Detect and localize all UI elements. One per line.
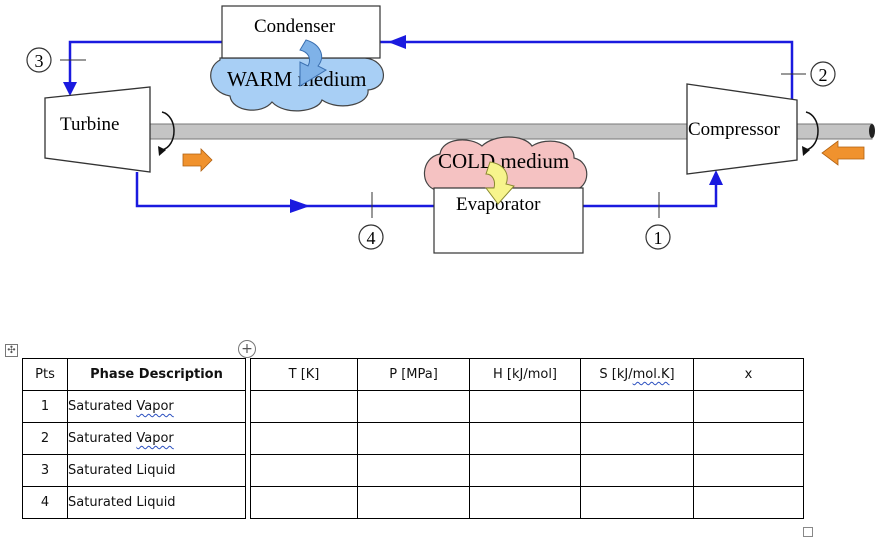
state-point-1: 1 bbox=[645, 224, 671, 250]
turbine-rotation-arrowhead bbox=[158, 146, 166, 156]
turbine-work-arrow-icon bbox=[182, 148, 213, 172]
resize-handle[interactable] bbox=[803, 527, 813, 537]
row-desc: Saturated Liquid bbox=[67, 454, 246, 487]
svg-text:1: 1 bbox=[654, 228, 663, 248]
turbine-label: Turbine bbox=[60, 114, 119, 135]
flow-arrow-right bbox=[709, 170, 723, 185]
cell-x[interactable] bbox=[693, 390, 804, 423]
cell-p[interactable] bbox=[357, 486, 470, 519]
refrigeration-cycle-diagram: WARM medium Condenser COLD medium Evapor… bbox=[26, 5, 875, 254]
compressor-label: Compressor bbox=[688, 119, 781, 140]
flow-lines bbox=[68, 40, 794, 208]
row-desc: Saturated Vapor bbox=[67, 422, 246, 455]
cell-s[interactable] bbox=[580, 422, 694, 455]
properties-table: Pts Phase Description T [K] P [MPa] H [k… bbox=[22, 358, 804, 519]
header-temperature: T [K] bbox=[250, 358, 358, 391]
state-point-2: 2 bbox=[810, 61, 836, 87]
row-pt: 3 bbox=[22, 454, 68, 487]
evaporator-label: Evaporator bbox=[456, 194, 541, 215]
row-pt: 1 bbox=[22, 390, 68, 423]
condenser-heat-arrow-icon bbox=[299, 39, 328, 87]
turbine-rotation-icon bbox=[161, 111, 175, 151]
evaporator-box bbox=[433, 187, 584, 254]
table-row: 2 Saturated Vapor bbox=[22, 422, 804, 455]
svg-text:4: 4 bbox=[367, 228, 376, 248]
svg-text:3: 3 bbox=[35, 51, 44, 71]
header-enthalpy: H [kJ/mol] bbox=[469, 358, 581, 391]
state-point-4: 4 bbox=[358, 224, 384, 250]
warm-cloud bbox=[210, 57, 384, 112]
move-icon[interactable]: ✣ bbox=[5, 344, 18, 357]
cell-s[interactable] bbox=[580, 390, 694, 423]
header-pressure: P [MPa] bbox=[357, 358, 470, 391]
cell-h[interactable] bbox=[469, 486, 581, 519]
compressor-body bbox=[686, 83, 798, 175]
header-pts: Pts bbox=[22, 358, 68, 391]
cell-t[interactable] bbox=[250, 454, 358, 487]
cell-p[interactable] bbox=[357, 422, 470, 455]
svg-text:2: 2 bbox=[819, 65, 828, 85]
header-entropy: S [kJ/mol.K] bbox=[580, 358, 694, 391]
cell-p[interactable] bbox=[357, 454, 470, 487]
header-quality: x bbox=[693, 358, 804, 391]
cold-cloud bbox=[423, 136, 588, 191]
cell-x[interactable] bbox=[693, 454, 804, 487]
row-desc: Saturated Liquid bbox=[67, 486, 246, 519]
cell-s[interactable] bbox=[580, 486, 694, 519]
table-row: 3 Saturated Liquid bbox=[22, 454, 804, 487]
cell-h[interactable] bbox=[469, 390, 581, 423]
cell-s[interactable] bbox=[580, 454, 694, 487]
flow-arrow-bottom bbox=[290, 199, 310, 213]
cell-t[interactable] bbox=[250, 486, 358, 519]
compressor-work-arrow-icon bbox=[821, 140, 865, 166]
table-row: 1 Saturated Vapor bbox=[22, 390, 804, 423]
cell-t[interactable] bbox=[250, 422, 358, 455]
flow-arrow-left bbox=[63, 82, 77, 96]
table-header-row: Pts Phase Description T [K] P [MPa] H [k… bbox=[22, 358, 804, 391]
cell-t[interactable] bbox=[250, 390, 358, 423]
state-ticks bbox=[60, 59, 806, 218]
evaporator-heat-arrow-icon bbox=[485, 161, 515, 205]
row-pt: 4 bbox=[22, 486, 68, 519]
compressor-rotation-arrowhead bbox=[802, 146, 810, 156]
condenser-label: Condenser bbox=[254, 16, 336, 37]
shaft-end bbox=[869, 124, 875, 138]
cell-p[interactable] bbox=[357, 390, 470, 423]
table-row: 4 Saturated Liquid bbox=[22, 486, 804, 519]
cell-h[interactable] bbox=[469, 422, 581, 455]
compressor-rotation-icon bbox=[805, 111, 819, 151]
cell-x[interactable] bbox=[693, 486, 804, 519]
cell-h[interactable] bbox=[469, 454, 581, 487]
plus-icon[interactable]: + bbox=[238, 340, 256, 358]
row-pt: 2 bbox=[22, 422, 68, 455]
cell-x[interactable] bbox=[693, 422, 804, 455]
header-phase-description: Phase Description bbox=[67, 358, 246, 391]
warm-label: WARM medium bbox=[227, 67, 366, 91]
state-point-3: 3 bbox=[26, 47, 52, 73]
turbine-body bbox=[44, 86, 151, 173]
properties-table-container: Pts Phase Description T [K] P [MPa] H [k… bbox=[22, 358, 804, 519]
flow-arrow-top bbox=[388, 35, 406, 49]
row-desc: Saturated Vapor bbox=[67, 390, 246, 423]
